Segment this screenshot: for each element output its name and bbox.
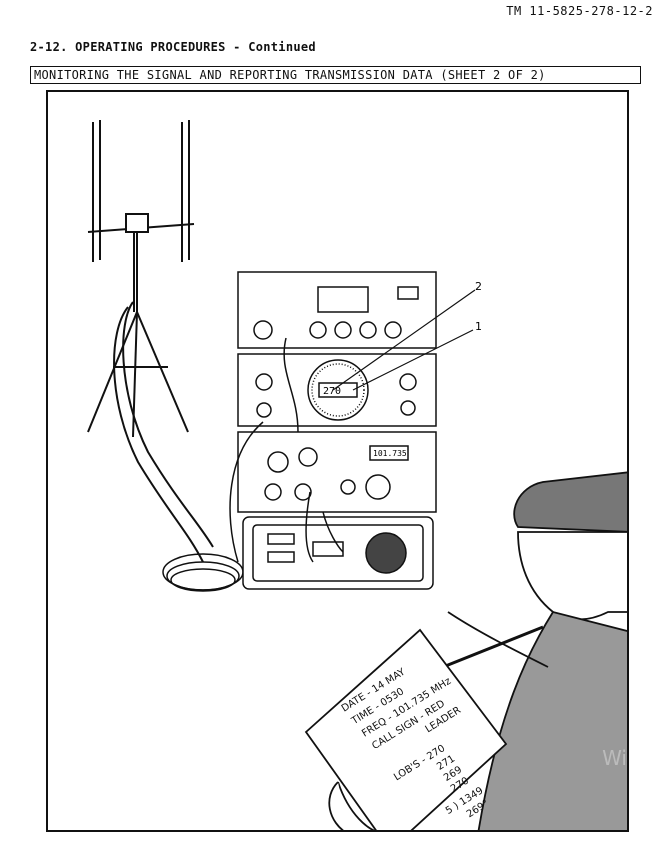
frequency-display: 101.735 — [373, 449, 407, 458]
section-heading: 2-12. OPERATING PROCEDURES - Continued — [30, 40, 316, 54]
sheet-title: MONITORING THE SIGNAL AND REPORTING TRAN… — [30, 66, 641, 84]
antenna-tripod — [87, 120, 214, 563]
hand — [328, 781, 348, 830]
speaker-case — [242, 516, 434, 590]
pen-icon — [442, 625, 544, 669]
callout-leaders — [332, 289, 476, 391]
interconnect-cables — [229, 337, 344, 563]
bearing-readout: 270 — [323, 386, 341, 397]
callout-1: 1 — [475, 320, 482, 333]
cable-coil — [162, 553, 244, 592]
document-number: TM 11-5825-278-12-2 — [506, 4, 653, 18]
frequency-unit — [237, 431, 437, 513]
notepad: DATE - 14 MAY TIME - 0530 FREQ - 101.735… — [304, 628, 508, 830]
figure-frame: 270 101.735 — [46, 90, 629, 832]
watermark: Wi — [602, 746, 627, 770]
equipment-illustration: 270 101.735 — [87, 120, 627, 830]
soldier — [337, 471, 627, 830]
callout-2: 2 — [475, 280, 482, 293]
receiver-top-unit — [237, 271, 437, 349]
